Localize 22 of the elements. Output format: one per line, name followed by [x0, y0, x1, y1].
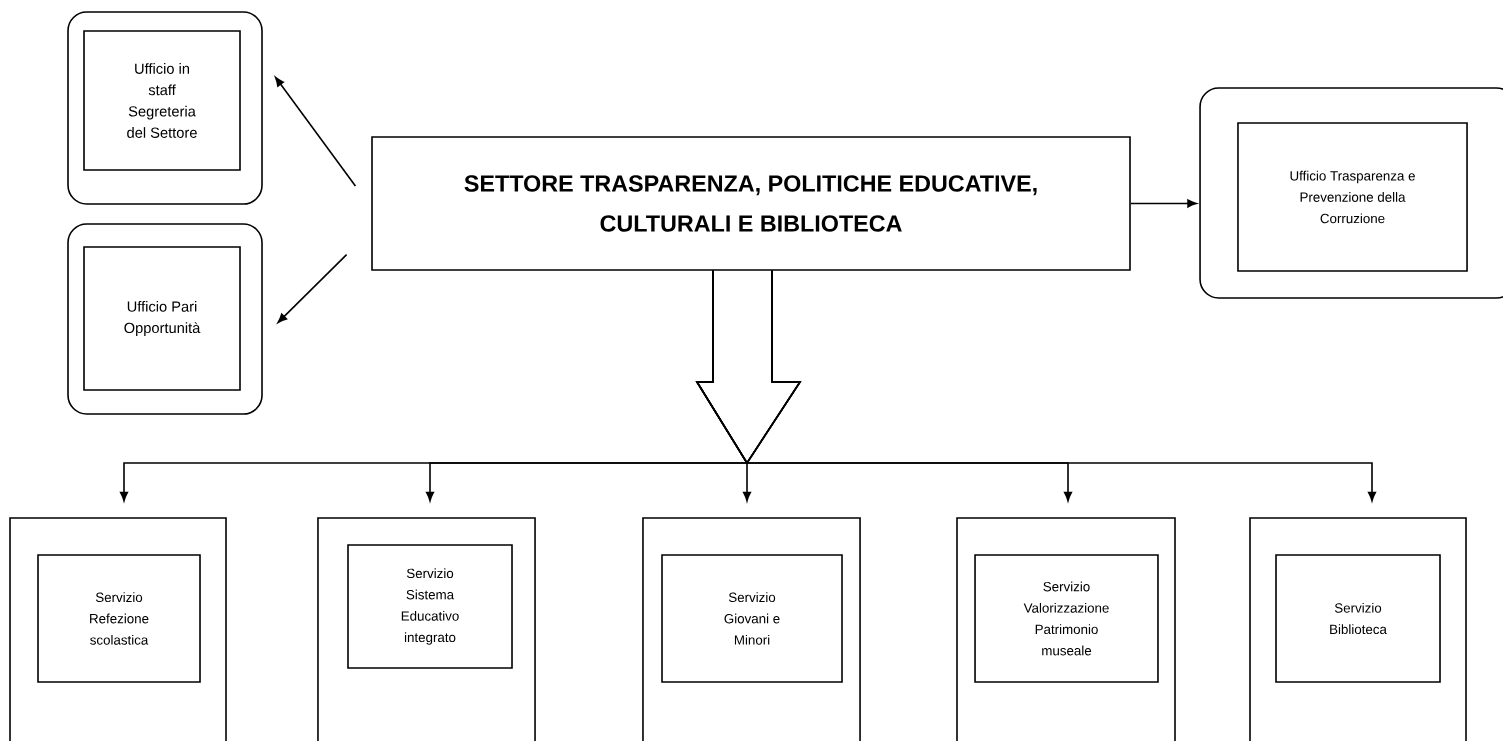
service-box: Servizio Giovani e Minori	[661, 554, 843, 683]
service-box: Servizio Valorizzazione Patrimonio museale	[974, 554, 1159, 683]
office-frame	[67, 11, 263, 205]
service-frame	[317, 517, 536, 741]
arrow	[274, 76, 357, 187]
service-frame	[1249, 517, 1467, 741]
office-box: Ufficio in staff Segreteria del Settore	[83, 30, 241, 171]
office-frame	[1199, 87, 1503, 299]
service-frame	[956, 517, 1176, 741]
office-frame	[67, 223, 263, 415]
service-box: Servizio Sistema Educativo integrato	[347, 544, 513, 669]
sector-box: SETTORE TRASPARENZA, POLITICHE EDUCATIVE, CULTURALI E BIBLIOTECA	[371, 136, 1131, 271]
office-box: Ufficio Trasparenza e Prevenzione della Corruzione	[1237, 122, 1468, 272]
service-frame	[642, 517, 861, 741]
arrow	[695, 270, 752, 502]
service-frame	[9, 517, 227, 741]
service-box: Servizio Biblioteca	[1275, 554, 1441, 683]
office-box: Ufficio Pari Opportunità	[83, 246, 241, 391]
arrow	[745, 270, 1377, 502]
arrow	[277, 253, 348, 324]
arrow	[1130, 199, 1197, 208]
service-box: Servizio Refezione scolastica	[37, 554, 201, 683]
